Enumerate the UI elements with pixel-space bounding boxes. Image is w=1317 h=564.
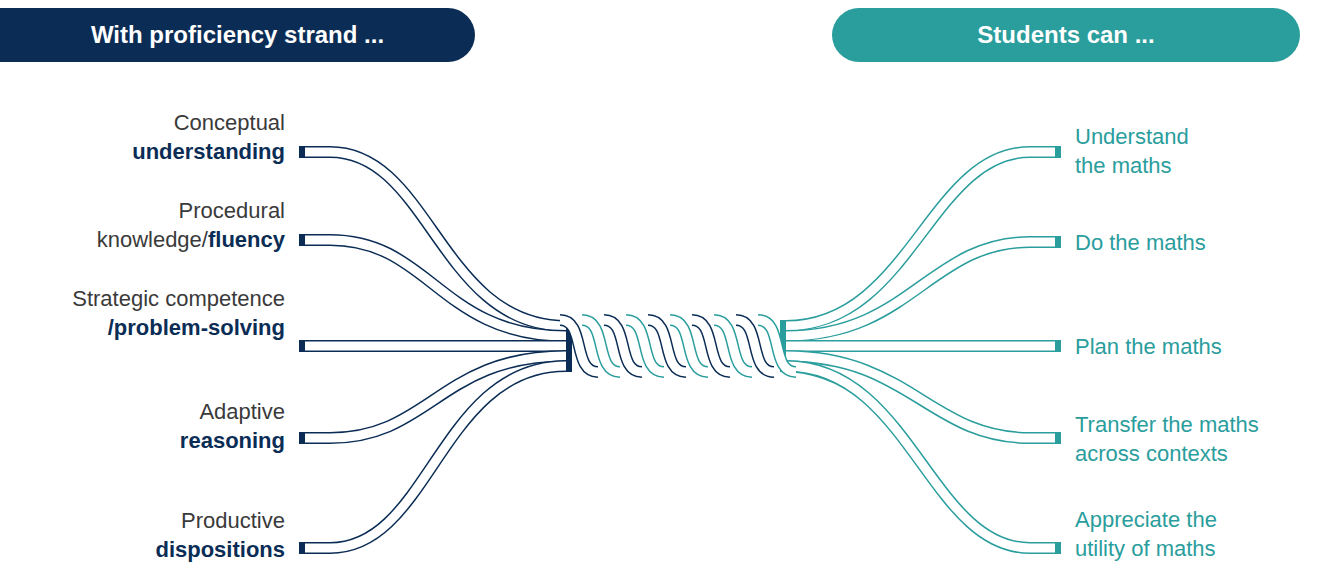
- header-text: Students can ...: [977, 21, 1154, 49]
- strand-label-group: Productivedispositions: [65, 506, 285, 564]
- outcome-label: Do the maths: [1075, 228, 1317, 257]
- strand-label: fluency: [208, 227, 285, 252]
- left-strands: [305, 152, 566, 548]
- outcome-label-group: Understand the maths: [1075, 122, 1200, 180]
- strand-label: Productive: [65, 506, 285, 535]
- header-pill: With proficiency strand ...: [0, 8, 475, 62]
- strand-label: Adaptive: [65, 397, 285, 426]
- strand-label-group: Adaptivereasoning: [65, 397, 285, 455]
- outcome-label-group: Do the maths: [1075, 228, 1317, 257]
- strand-label: understanding: [65, 137, 285, 166]
- header-pill: Students can ...: [832, 8, 1300, 62]
- outcome-label-group: Plan the maths: [1075, 332, 1317, 361]
- strand-label: dispositions: [65, 535, 285, 564]
- outcome-label: Transfer the maths across contexts: [1075, 410, 1310, 468]
- strand-label-group: Conceptualunderstanding: [65, 108, 285, 166]
- strand-label: Strategic competence: [65, 284, 285, 313]
- rope-twist: [560, 320, 796, 372]
- outcome-label-group: Appreciate the utility of maths: [1075, 505, 1255, 563]
- header-text: With proficiency strand ...: [91, 21, 384, 49]
- strand-label-group: Procedural knowledge/fluency: [65, 196, 285, 254]
- outcome-label-group: Transfer the maths across contexts: [1075, 410, 1310, 468]
- strand-label-group: Strategic competence/problem-solving: [65, 284, 285, 342]
- right-strands: [786, 152, 1055, 548]
- strand-label: /problem-solving: [65, 313, 285, 342]
- outcome-label: Appreciate the utility of maths: [1075, 505, 1255, 563]
- outcome-label: Understand the maths: [1075, 122, 1200, 180]
- strand-label: reasoning: [65, 426, 285, 455]
- outcome-label: Plan the maths: [1075, 332, 1317, 361]
- strand-label: Conceptual: [65, 108, 285, 137]
